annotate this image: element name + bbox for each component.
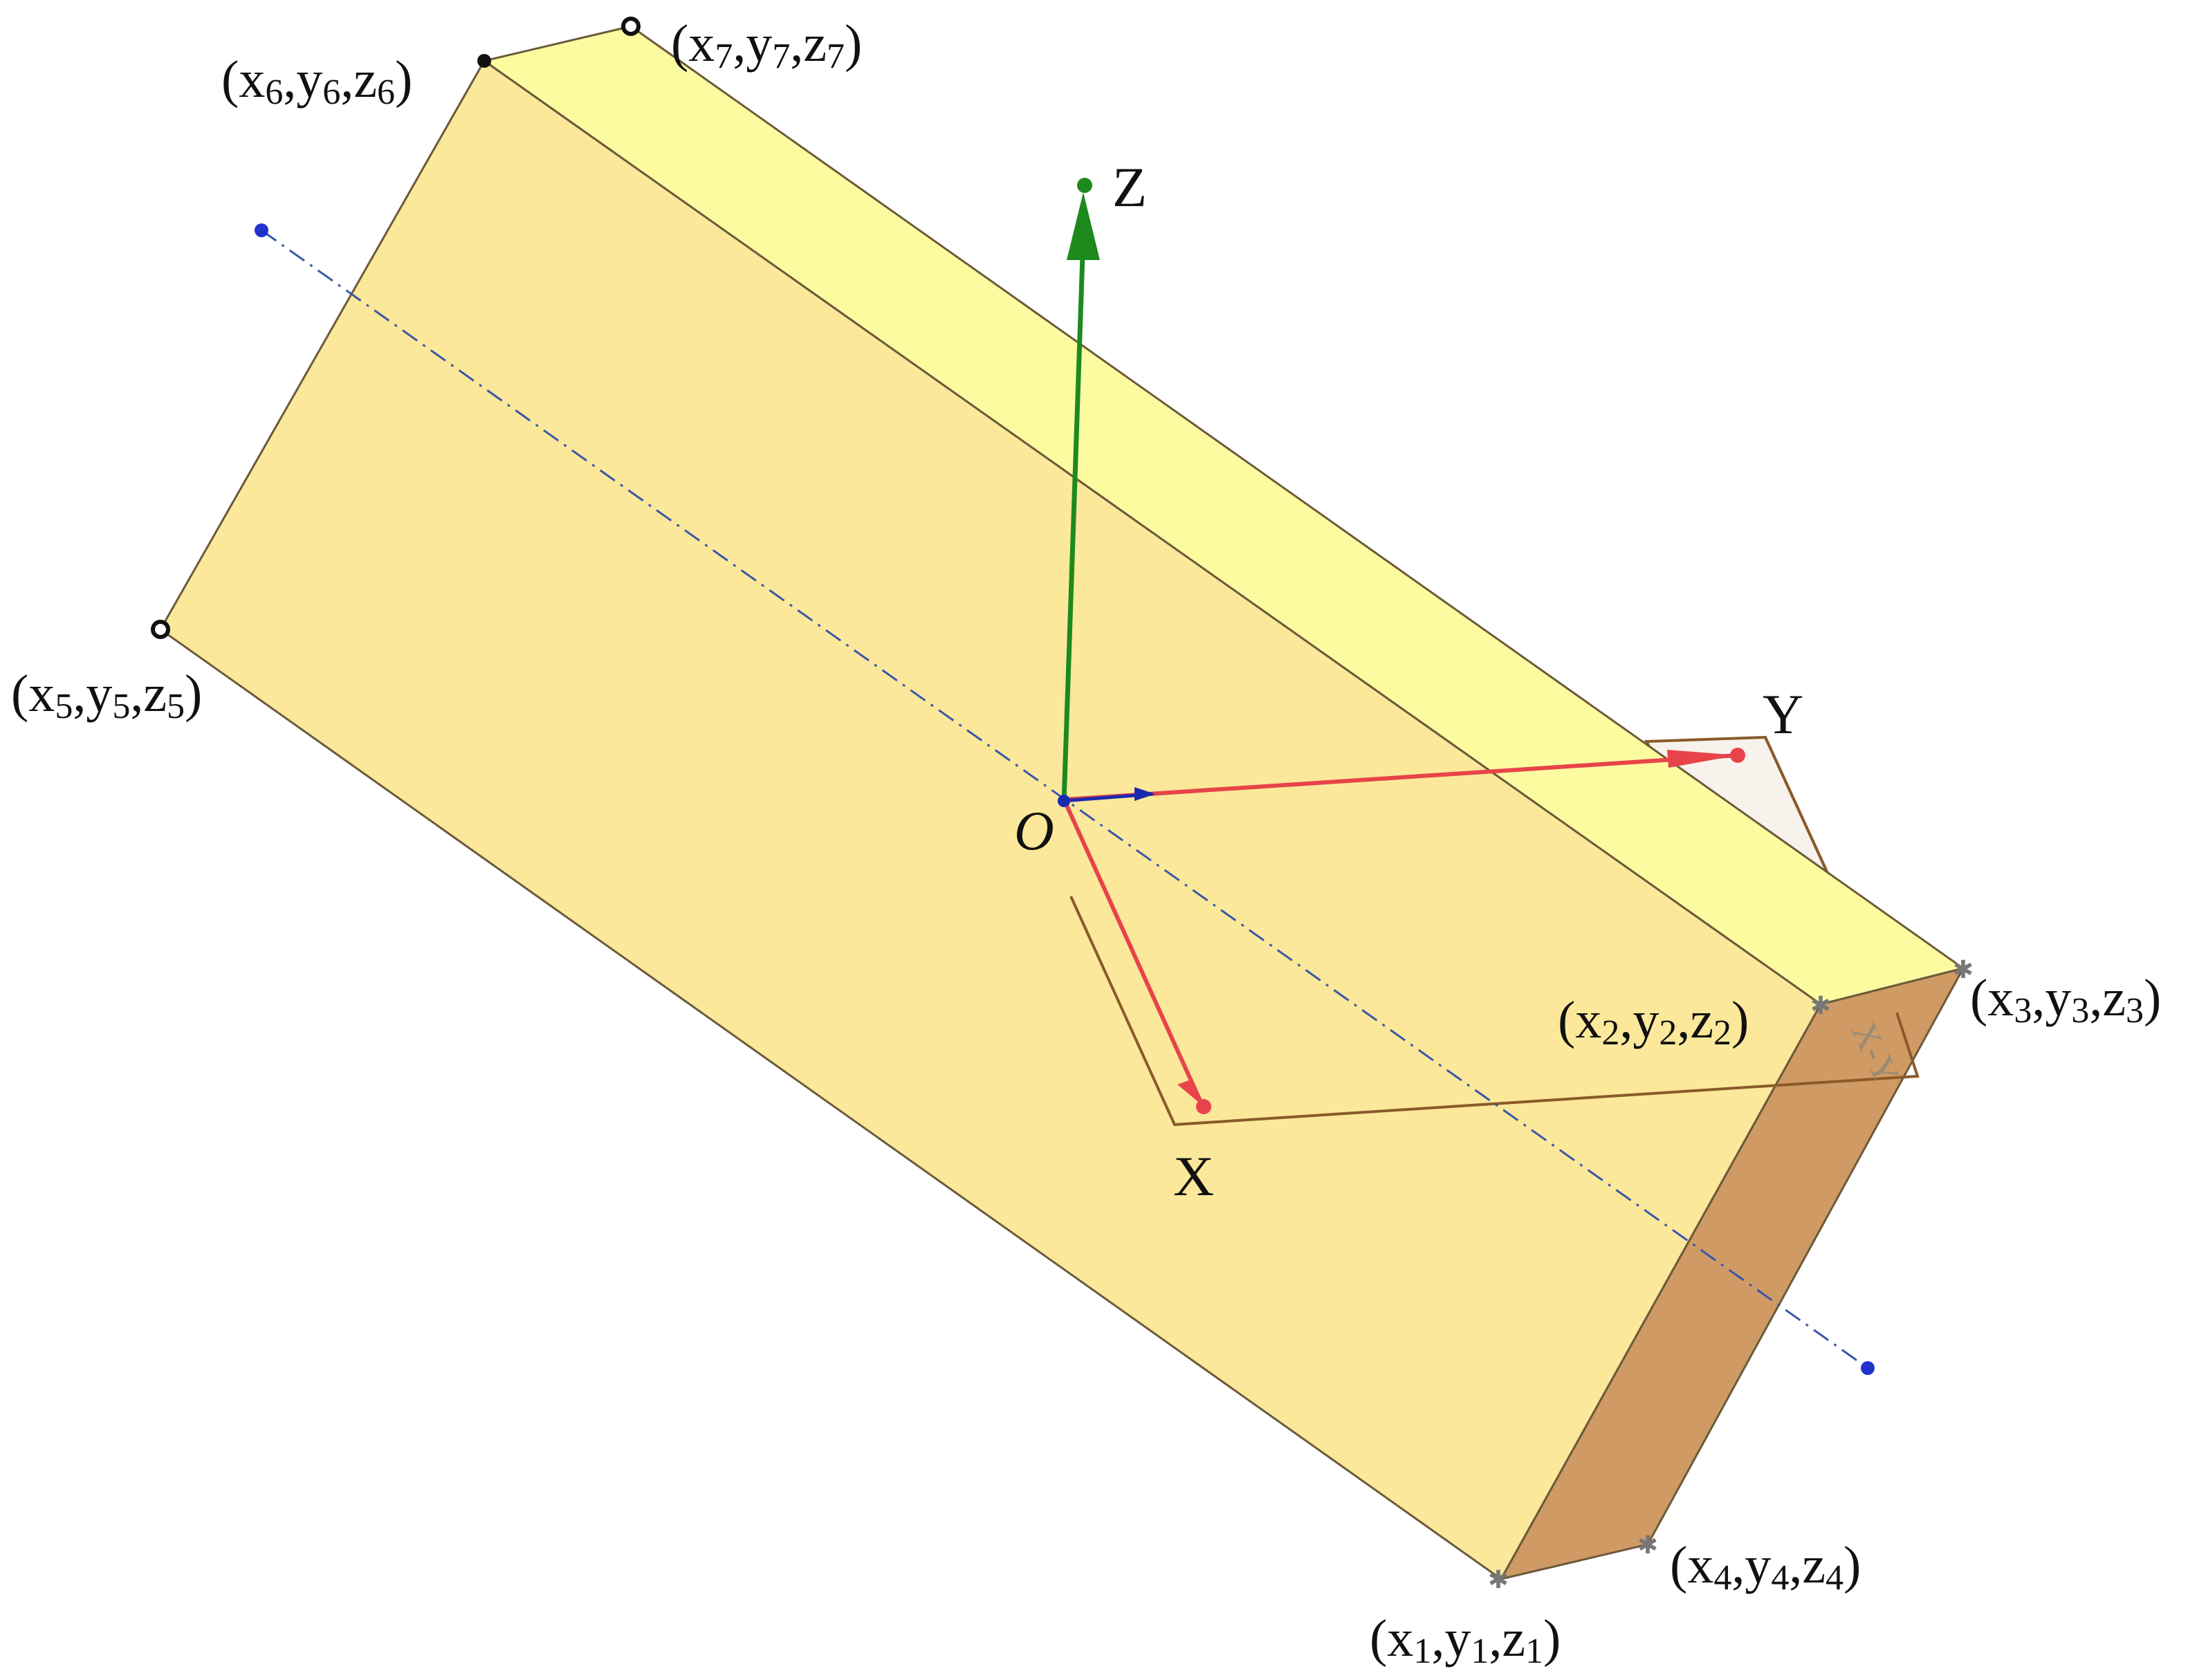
vertex-marker-1: ✱: [1488, 1566, 1509, 1594]
vertex-marker-6: [477, 54, 491, 68]
center-line-end-left: [255, 223, 268, 237]
z-axis-tip: [1077, 178, 1092, 193]
origin-point: [1058, 795, 1070, 807]
vertex-marker-5: [151, 620, 170, 639]
z-axis-arrowhead: [1067, 192, 1100, 260]
y-axis-line: [1063, 753, 1738, 802]
x-axis-line: [1063, 801, 1204, 1107]
y-axis-tip: [1730, 748, 1745, 763]
z-axis-line: [1061, 234, 1086, 803]
center-line-end-right: [1861, 1361, 1875, 1375]
y-axis-label: Y: [1763, 683, 1803, 746]
vertex-label-5: (x5,y5,z5): [11, 665, 202, 726]
origin-label: O: [1014, 801, 1054, 862]
vertex-marker-4: ✱: [1637, 1531, 1658, 1559]
vertex-label-1: (x1,y1,z1): [1370, 1609, 1561, 1671]
beam-end-face: [1499, 966, 1965, 1581]
vertex-label-4: (x4,y4,z4): [1670, 1536, 1861, 1598]
xy-plane-outline: [1069, 896, 1920, 1127]
origin-blue-arrowhead: [1134, 787, 1155, 801]
vertex-label-7: (x7,y7,z7): [671, 15, 862, 76]
x-axis-tip: [1196, 1099, 1211, 1114]
vertex-label-2: (x2,y2,z2): [1558, 991, 1749, 1053]
z-axis-label: Z: [1112, 156, 1147, 219]
x-axis-label: X: [1173, 1145, 1214, 1208]
vertex-marker-2: ✱: [1810, 992, 1831, 1019]
vertex-marker-7: [621, 17, 641, 36]
vertex-label-6: (x6,y6,z6): [221, 50, 412, 112]
y-axis-arrowhead: [1667, 750, 1738, 768]
x-axis-arrowhead: [1177, 1079, 1202, 1105]
vertex-label-3: (x3,y3,z3): [1970, 969, 2161, 1031]
vertex-marker-3: ✱: [1953, 956, 1974, 984]
xy-plane-edge: [1764, 737, 1828, 871]
